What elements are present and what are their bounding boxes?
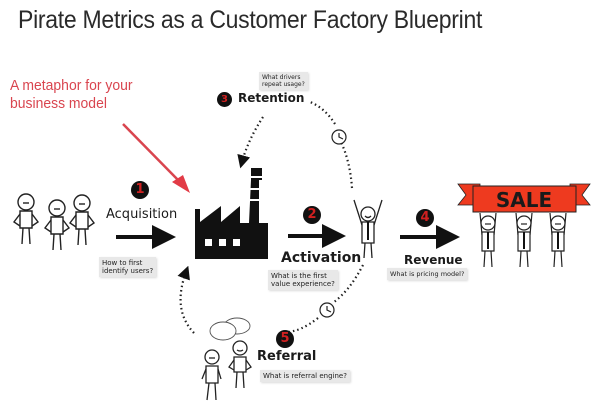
stage-5-badge: 5 <box>276 330 294 348</box>
stage-retention-label: Retention <box>238 91 305 105</box>
stage-referral-label: Referral <box>257 349 317 364</box>
referral-note: What is referral engine? <box>260 370 350 382</box>
acquisition-note: How to first identify users? <box>99 257 157 277</box>
retention-note-line-1: What drivers <box>262 74 301 81</box>
activation-note-line-1: What is the first <box>271 272 327 280</box>
revenue-note-line-1: What is pricing model? <box>390 270 465 278</box>
stage-1-badge: 1 <box>131 181 149 199</box>
activation-note: What is the first value experience? <box>268 270 338 290</box>
retention-note-line-2: repeat usage? <box>262 81 305 88</box>
acquisition-note-line-1: How to first <box>102 259 143 267</box>
referral-note-line-1: What is referral engine? <box>263 372 347 380</box>
metaphor-line-1: A metaphor for your <box>10 77 133 94</box>
stick-figure-group-icon <box>12 193 96 251</box>
acquisition-note-line-2: identify users? <box>102 267 154 275</box>
stage-activation-label: Activation <box>281 250 362 266</box>
stage-acquisition-label: Acquisition <box>106 207 178 222</box>
factory-icon <box>195 168 268 259</box>
referral-loop-icon <box>177 264 364 334</box>
sale-banner-icon: SALE <box>457 183 591 268</box>
stage-4-badge: 4 <box>416 209 434 227</box>
referral-figures-icon <box>201 340 252 401</box>
speech-bubbles-icon <box>209 317 251 341</box>
red-pointer-arrow-icon <box>122 123 190 193</box>
metaphor-annotation: A metaphor for your business model <box>10 77 159 113</box>
happy-user-icon <box>353 199 383 259</box>
stage-revenue-label: Revenue <box>404 253 463 267</box>
retention-note: What drivers repeat usage? <box>259 72 308 90</box>
metaphor-line-2: business model <box>10 95 107 112</box>
page-title: Pirate Metrics as a Customer Factory Blu… <box>18 6 483 34</box>
activation-note-line-2: value experience? <box>271 280 335 288</box>
clock-icon <box>319 302 335 318</box>
revenue-note: What is pricing model? <box>387 268 468 280</box>
clock-icon <box>331 129 347 145</box>
stage-2-badge: 2 <box>303 206 321 224</box>
stage-3-badge: 3 <box>217 92 232 107</box>
sale-banner-text: SALE <box>496 188 552 212</box>
